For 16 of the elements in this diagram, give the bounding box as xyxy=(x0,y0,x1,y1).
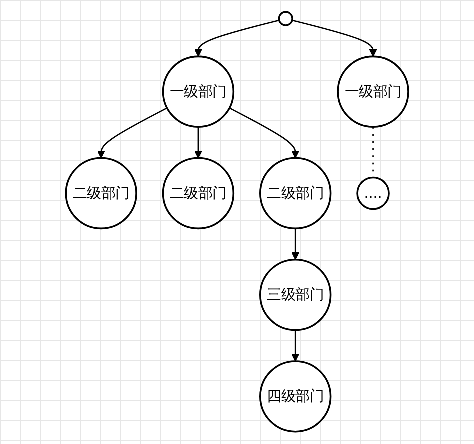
node-circle: .... xyxy=(356,176,390,210)
node-circle: 二级部门 xyxy=(162,157,234,230)
arrow xyxy=(291,330,300,362)
arrow xyxy=(292,20,377,58)
node-circle: 三级部门 xyxy=(259,258,332,332)
node-circle: 一级部门 xyxy=(162,56,234,128)
node-circle: 一级部门 xyxy=(336,56,410,128)
arrow xyxy=(194,127,202,159)
arrow xyxy=(194,20,280,58)
node-circle: 二级部门 xyxy=(259,157,332,230)
node-circle xyxy=(278,11,294,26)
arrow xyxy=(291,228,300,260)
arrow xyxy=(97,108,168,159)
node-circle: 二级部门 xyxy=(64,157,138,230)
node-circle: 四级部门 xyxy=(259,360,332,433)
arrow xyxy=(229,108,300,159)
